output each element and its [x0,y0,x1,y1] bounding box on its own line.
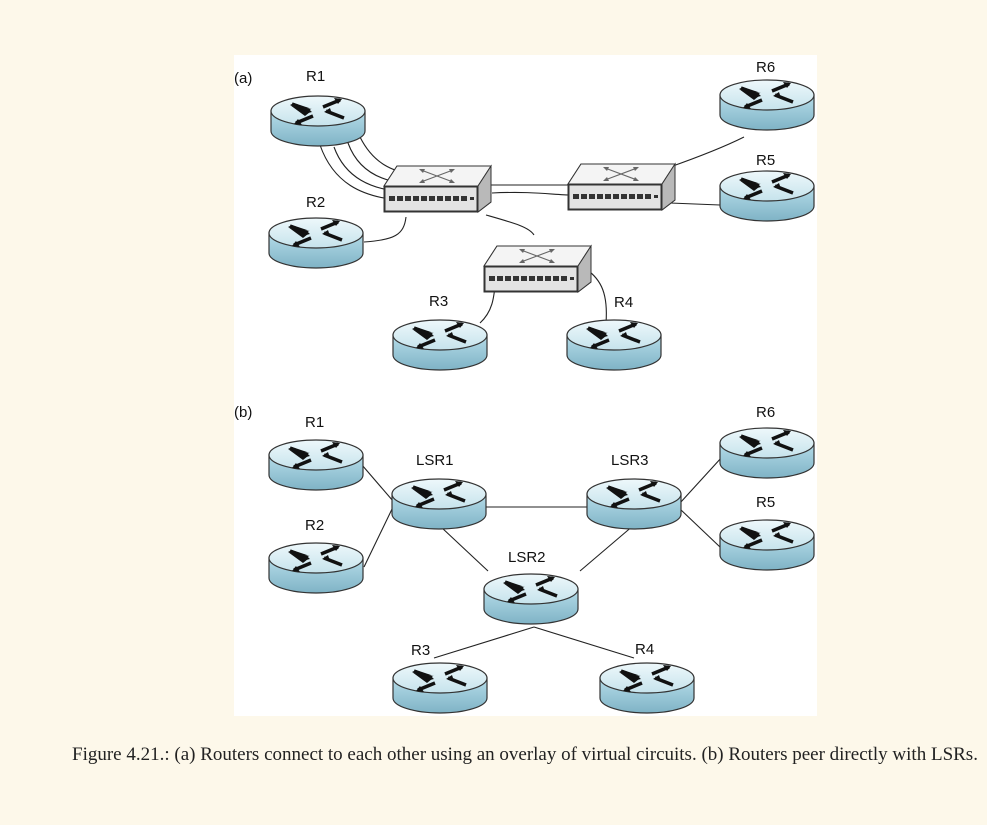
router-r6-b-label: R6 [756,404,775,421]
router-r1-a-label: R1 [306,68,325,85]
router-r4-b [598,661,696,715]
router-r3-a-label: R3 [429,293,448,310]
router-r1-b-label: R1 [305,414,324,431]
router-lsr1 [390,477,488,531]
switch-1 [383,165,492,213]
panel-b-links [361,456,723,659]
router-r4-a [565,318,663,372]
router-r3-b [391,661,489,715]
router-r4-a-label: R4 [614,294,633,311]
router-r5-b-label: R5 [756,494,775,511]
router-r6-a-label: R6 [756,59,775,76]
router-r6-a [718,78,816,132]
panel-b-label: (b) [234,404,252,421]
router-r3-b-label: R3 [411,642,430,659]
router-r3-a [391,318,489,372]
panel-a-label: (a) [234,70,252,87]
figure-caption: Figure 4.21.: (a) Routers connect to eac… [72,744,978,765]
router-r5-b [718,518,816,572]
lsr1-label: LSR1 [416,452,454,469]
router-r1-b [267,438,365,492]
router-lsr2 [482,572,580,626]
router-lsr3 [585,477,683,531]
router-r2-b [267,541,365,595]
router-r5-a [718,169,816,223]
router-r1-a [269,94,367,148]
router-r2-a [267,216,365,270]
panel-a-links [319,136,745,324]
switch-2 [567,163,676,211]
router-r6-b [718,426,816,480]
router-r5-a-label: R5 [756,152,775,169]
router-r4-b-label: R4 [635,641,654,658]
router-r2-a-label: R2 [306,194,325,211]
switch-3 [483,245,592,293]
network-figure: (a) R1 R2 R3 R4 R5 [234,55,817,716]
router-r2-b-label: R2 [305,517,324,534]
lsr2-label: LSR2 [508,549,546,566]
lsr3-label: LSR3 [611,452,649,469]
